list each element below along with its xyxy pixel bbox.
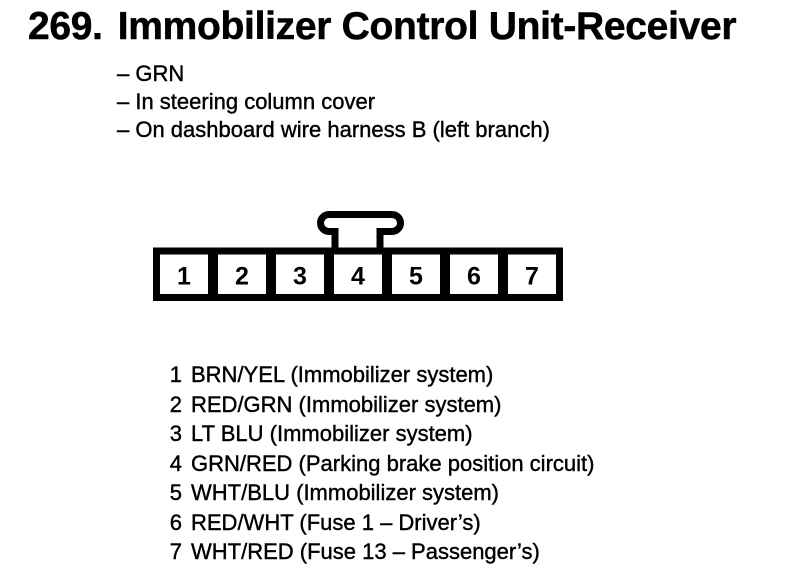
cavity-cell — [334, 254, 382, 294]
pin-description: WHT/RED (Fuse 13 – Passenger’s) — [191, 539, 540, 564]
detail-item-color: – GRN — [117, 61, 185, 86]
cavity-cell — [160, 254, 208, 294]
item-title: Immobilizer Control Unit-Receiver — [117, 5, 737, 48]
pin-description: RED/GRN (Immobilizer system) — [191, 391, 502, 417]
pin-description: WHT/BLU (Immobilizer system) — [191, 480, 500, 505]
connector-diagram: 1 2 3 4 5 6 7 — [153, 211, 563, 301]
pin-row: 1 BRN/YEL (Immobilizer system) — [168, 360, 594, 390]
pin-row: 5 WHT/BLU (Immobilizer system) — [168, 478, 594, 508]
detail-item-harness: – On dashboard wire harness B (left bran… — [117, 117, 550, 142]
pin-number: 1 — [169, 362, 183, 387]
pin-row: 2 RED/GRN (Immobilizer system) — [168, 390, 594, 420]
pin-description: LT BLU (Immobilizer system) — [191, 421, 473, 446]
page-title: 269. Immobilizer Control Unit-Receiver — [28, 5, 737, 49]
locking-tab-icon — [317, 211, 404, 252]
pin-row: 6 RED/WHT (Fuse 1 – Driver’s) — [168, 508, 594, 538]
cavity-number: 1 — [177, 263, 191, 291]
pin-description: RED/WHT (Fuse 1 – Driver’s) — [191, 509, 481, 535]
pin-description: BRN/YEL (Immobilizer system) — [191, 362, 494, 387]
cavity-number: 3 — [293, 263, 307, 291]
pin-row: 4 GRN/RED (Parking brake position circui… — [168, 449, 595, 479]
detail-list: – GRN – In steering column cover – On da… — [117, 60, 550, 144]
cavity-number: 4 — [351, 263, 365, 291]
cavity-cell — [218, 254, 266, 294]
cavity-cell — [508, 254, 556, 294]
pin-number: 2 — [169, 391, 183, 417]
item-number: 269. — [28, 5, 104, 48]
cavity-number: 2 — [235, 263, 249, 291]
pin-number: 6 — [169, 509, 183, 535]
cavity-number: 5 — [409, 263, 423, 291]
pin-description: GRN/RED (Parking brake position circuit) — [191, 450, 595, 476]
cavity-cell — [392, 254, 440, 294]
pin-number: 7 — [169, 539, 183, 564]
pin-list: 1 BRN/YEL (Immobilizer system) 2 RED/GRN… — [168, 360, 595, 567]
cavity-number: 6 — [467, 263, 481, 291]
pin-number: 5 — [169, 480, 183, 505]
cavity-number: 7 — [525, 263, 539, 291]
pin-number: 3 — [169, 421, 183, 446]
cavity-cell — [450, 254, 498, 294]
pin-row: 3 LT BLU (Immobilizer system) — [168, 419, 594, 449]
cavity-numbers: 1 2 3 4 5 6 7 — [177, 263, 539, 291]
cavity-cell — [276, 254, 324, 294]
detail-item-location: – In steering column cover — [117, 89, 376, 114]
pin-row: 7 WHT/RED (Fuse 13 – Passenger’s) — [168, 537, 594, 567]
cavity-cells — [160, 254, 556, 294]
pin-number: 4 — [169, 450, 183, 476]
